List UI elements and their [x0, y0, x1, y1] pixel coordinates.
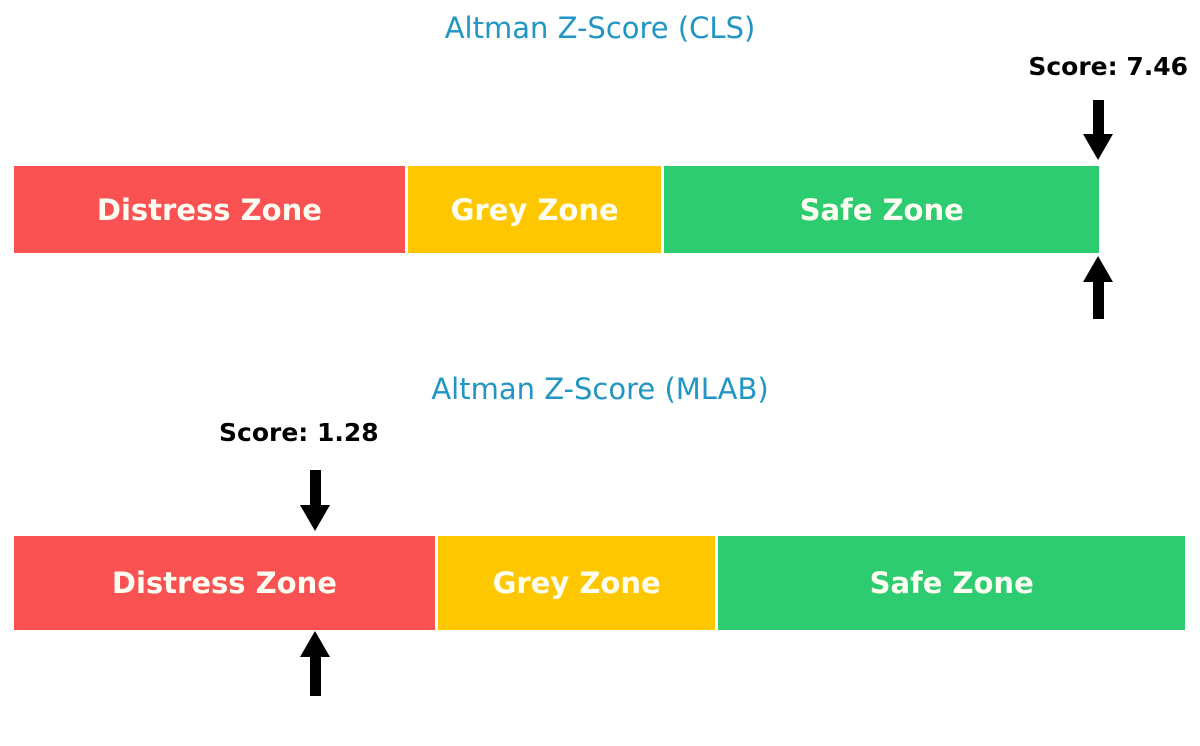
zone-distress-mlab: Distress Zone	[14, 536, 435, 630]
zone-divider	[434, 536, 438, 630]
chart-title-cls: Altman Z-Score (CLS)	[444, 11, 756, 45]
zone-divider	[715, 536, 719, 630]
chart-panel-cls: Altman Z-Score (CLS) Score: 7.46 Distres…	[0, 0, 1200, 360]
zone-grey-mlab: Grey Zone	[437, 536, 716, 630]
score-label-cls: Score: 7.46	[1028, 52, 1188, 81]
arrow-head-down-icon	[300, 505, 330, 531]
zone-grey-cls: Grey Zone	[407, 166, 662, 253]
zone-divider	[404, 166, 408, 253]
zone-divider	[661, 166, 665, 253]
zone-bar-mlab: Distress Zone Grey Zone Safe Zone	[14, 536, 1185, 630]
score-label-mlab: Score: 1.28	[219, 418, 379, 447]
zone-distress-cls: Distress Zone	[14, 166, 405, 253]
zone-bar-cls: Distress Zone Grey Zone Safe Zone	[14, 166, 1099, 253]
arrow-shaft	[310, 470, 321, 510]
arrow-shaft	[1093, 100, 1104, 140]
arrow-head-up-icon	[300, 631, 330, 657]
arrow-head-down-icon	[1083, 134, 1113, 160]
arrow-shaft	[1093, 281, 1104, 319]
zone-safe-mlab: Safe Zone	[718, 536, 1185, 630]
zone-safe-cls: Safe Zone	[664, 166, 1099, 253]
arrow-head-up-icon	[1083, 256, 1113, 282]
arrow-shaft	[310, 656, 321, 696]
chart-panel-mlab: Altman Z-Score (MLAB) Score: 1.28 Distre…	[0, 360, 1200, 746]
chart-title-mlab: Altman Z-Score (MLAB)	[431, 372, 769, 406]
